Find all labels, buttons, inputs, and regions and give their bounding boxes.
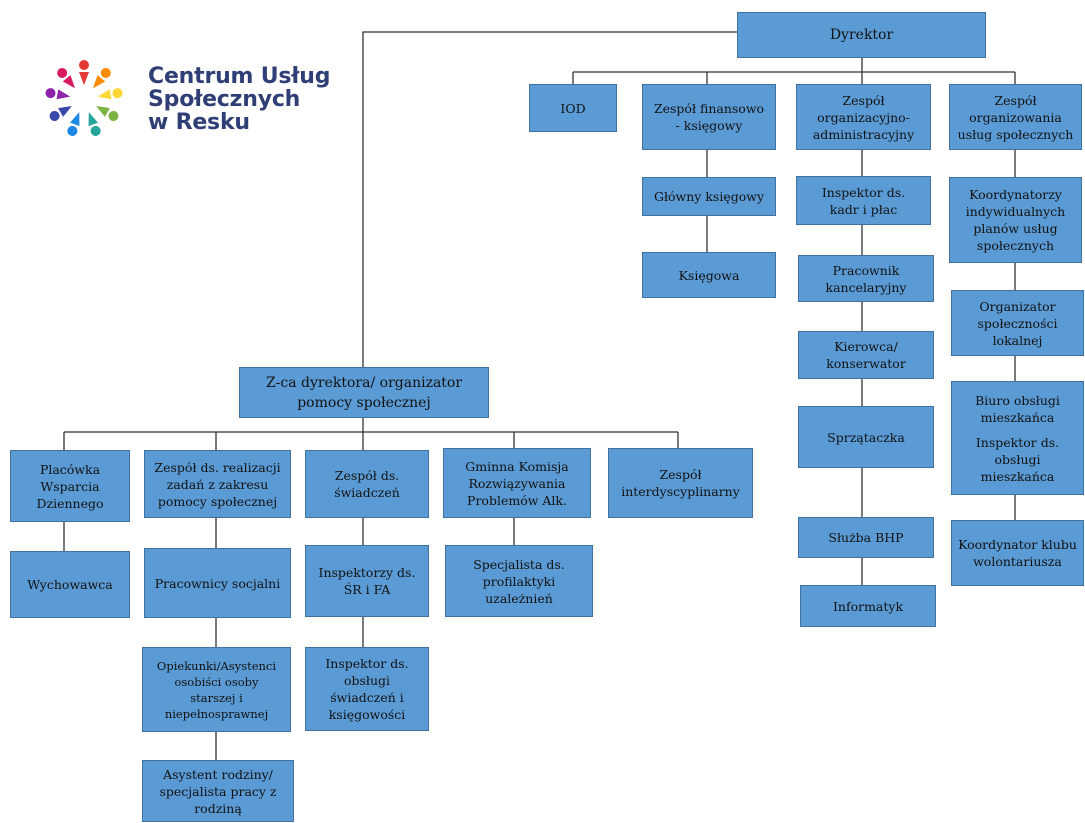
cleaner-box: Sprzątaczka	[798, 406, 934, 468]
services-team-box: Zespół organizowania usług społecznych	[949, 84, 1082, 150]
family-assistant-label: Asystent rodziny/ specjalista pracy z ro…	[159, 766, 277, 816]
bhp-label: Służba BHP	[828, 530, 904, 545]
accountant-label: Księgowa	[678, 267, 740, 283]
logo-text: Centrum Usług Społecznych w Resku	[148, 65, 330, 134]
educator-box: Wychowawca	[10, 551, 130, 618]
logo-line: Społecznych	[148, 87, 301, 112]
logo-line: Centrum Usług	[148, 64, 331, 89]
cleaner-label: Sprzątaczka	[827, 429, 905, 445]
director-label: Dyrektor	[829, 27, 894, 43]
day-center-label: Placówka Wsparcia Dziennego	[36, 461, 104, 511]
logo-mark-icon	[45, 60, 123, 136]
benefits-inspector-box: Inspektor ds. obsługi świadczeń i księgo…	[305, 647, 429, 731]
alcohol-commission-label: Gminna Komisja Rozwiązywania Problemów A…	[465, 458, 569, 508]
interdisciplinary-team-label: Zespół interdyscyplinarny	[621, 467, 740, 499]
iod-label: IOD	[560, 100, 586, 116]
volunteer-coordinator-box: Koordynator klubu wolontariusza	[951, 520, 1084, 586]
it-box: Informatyk	[800, 585, 936, 627]
driver-box: Kierowca/ konserwator	[798, 331, 934, 379]
logo: Centrum Usług Społecznych w Resku	[36, 55, 330, 145]
admin-team-box: Zespół organizacyjno- administracyjny	[796, 84, 931, 150]
resident-office-label: Biuro obsługi mieszkańca	[975, 392, 1060, 425]
coordinators-label: Koordynatorzy indywidualnych planów usłu…	[965, 187, 1066, 253]
community-organizer-box: Organizator społeczności lokalnej	[951, 290, 1084, 356]
driver-label: Kierowca/ konserwator	[826, 339, 906, 371]
deputy-box: Z-ca dyrektora/ organizator pomocy społe…	[239, 367, 489, 418]
carers-label: Opiekunki/Asystenci osobiści osoby stars…	[156, 658, 277, 721]
it-label: Informatyk	[832, 598, 904, 614]
carers-box: Opiekunki/Asystenci osobiści osoby stars…	[142, 647, 291, 732]
hr-inspector-box: Inspektor ds. kadr i płac	[796, 176, 931, 225]
chief-accountant-label: Główny księgowy	[653, 189, 765, 204]
sr-fa-inspectors-label: Inspektorzy ds. ŚR i FA	[318, 565, 416, 597]
social-workers-label: Pracownicy socjalni	[154, 575, 281, 591]
iod-box: IOD	[529, 84, 617, 132]
day-center-box: Placówka Wsparcia Dziennego	[10, 450, 130, 522]
benefits-team-label: Zespół ds. świadczeń	[334, 468, 400, 500]
coordinators-box: Koordynatorzy indywidualnych planów usłu…	[949, 177, 1082, 263]
social-workers-box: Pracownicy socjalni	[144, 548, 291, 618]
benefits-inspector-label: Inspektor ds. obsługi świadczeń i księgo…	[325, 656, 409, 722]
hr-inspector-label: Inspektor ds. kadr i płac	[821, 184, 906, 217]
interdisciplinary-team-box: Zespół interdyscyplinarny	[608, 448, 753, 518]
admin-team-label: Zespół organizacyjno- administracyjny	[812, 92, 915, 142]
bhp-box: Służba BHP	[798, 517, 934, 558]
resident-inspector-label: Inspektor ds. obsługi mieszkańca	[975, 434, 1060, 484]
office-worker-label: Pracownik kancelaryjny	[825, 262, 907, 295]
deputy-label: Z-ca dyrektora/ organizator pomocy społe…	[265, 374, 463, 411]
addiction-specialist-box: Specjalista ds. profilaktyki uzależnień	[445, 545, 593, 617]
volunteer-coordinator-label: Koordynator klubu wolontariusza	[958, 537, 1077, 569]
sr-fa-inspectors-box: Inspektorzy ds. ŚR i FA	[305, 545, 429, 617]
community-organizer-label: Organizator społeczności lokalnej	[977, 298, 1058, 348]
finance-team-label: Zespół finansowo - księgowy	[653, 101, 765, 133]
chief-accountant-box: Główny księgowy	[642, 177, 776, 216]
educator-label: Wychowawca	[27, 577, 113, 592]
finance-team-box: Zespół finansowo - księgowy	[642, 84, 776, 150]
alcohol-commission-box: Gminna Komisja Rozwiązywania Problemów A…	[443, 448, 591, 518]
social-team-label: Zespół ds. realizacji zadań z zakresu po…	[154, 459, 281, 509]
benefits-team-box: Zespół ds. świadczeń	[305, 450, 429, 518]
resident-office-box: Biuro obsługi mieszkańca Inspektor ds. o…	[951, 381, 1084, 495]
services-team-label: Zespół organizowania usług społecznych	[957, 92, 1074, 142]
office-worker-box: Pracownik kancelaryjny	[798, 255, 934, 302]
director-box: Dyrektor	[737, 12, 986, 58]
addiction-specialist-label: Specjalista ds. profilaktyki uzależnień	[473, 556, 565, 606]
accountant-box: Księgowa	[642, 252, 776, 298]
social-team-box: Zespół ds. realizacji zadań z zakresu po…	[144, 450, 291, 518]
logo-line: w Resku	[148, 110, 250, 135]
family-assistant-box: Asystent rodziny/ specjalista pracy z ro…	[142, 760, 294, 822]
